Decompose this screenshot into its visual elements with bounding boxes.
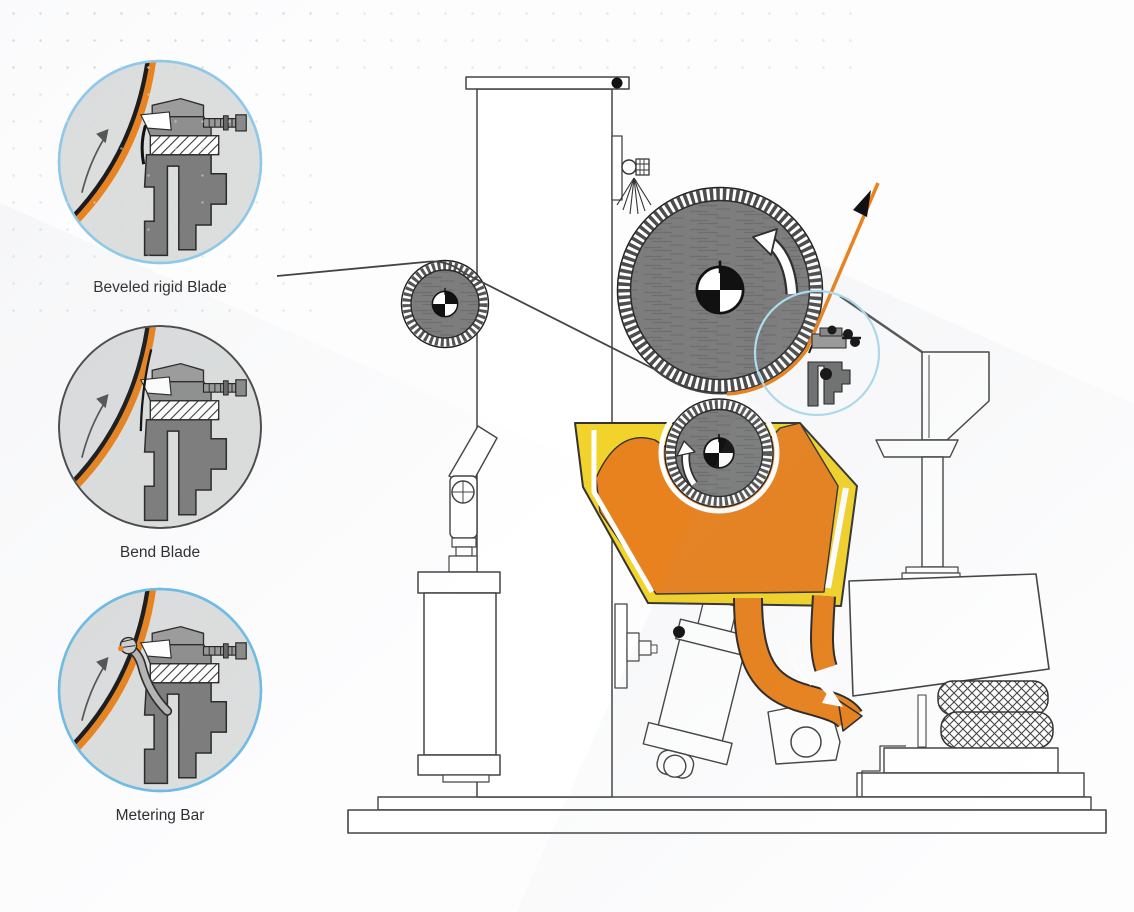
applicator-roll	[658, 392, 780, 514]
highlight-circle	[753, 289, 881, 417]
web-direction-arrow	[853, 190, 871, 217]
support-box	[848, 573, 1050, 748]
stream-gap	[786, 639, 814, 686]
pivot-dot	[673, 626, 685, 638]
rotation-arrow	[752, 228, 799, 295]
stepped-pedestal	[856, 745, 1085, 798]
hopper-chute	[839, 294, 990, 580]
spray-nozzle	[611, 135, 652, 215]
air-bellows	[937, 680, 1054, 749]
pivot-dot	[611, 77, 623, 89]
inset-bend-blade	[58, 325, 262, 529]
pan-tilt-cylinder	[614, 597, 841, 779]
guide-roll	[400, 259, 490, 349]
base-platform	[347, 796, 1107, 834]
lift-cylinder	[417, 425, 501, 783]
machine	[276, 76, 1107, 834]
inset-label-bend-blade: Bend Blade	[120, 544, 200, 561]
inset-metering-bar	[57, 587, 263, 793]
web-path	[276, 182, 880, 396]
coating-stream	[733, 595, 863, 732]
flow-arrow	[798, 662, 843, 707]
inset-label-beveled-rigid-blade: Beveled rigid Blade	[93, 279, 227, 296]
rotation-arrow	[676, 440, 698, 487]
inset-label-metering-bar: Metering Bar	[116, 807, 205, 824]
coated-web	[726, 182, 880, 396]
inset-beveled-rigid-blade	[57, 59, 263, 265]
doctor-blade-assembly	[807, 325, 861, 407]
spray-fan	[616, 177, 652, 215]
bend-blade	[139, 349, 153, 432]
backing-roll	[616, 186, 824, 394]
metering-bar-arm	[118, 636, 173, 716]
